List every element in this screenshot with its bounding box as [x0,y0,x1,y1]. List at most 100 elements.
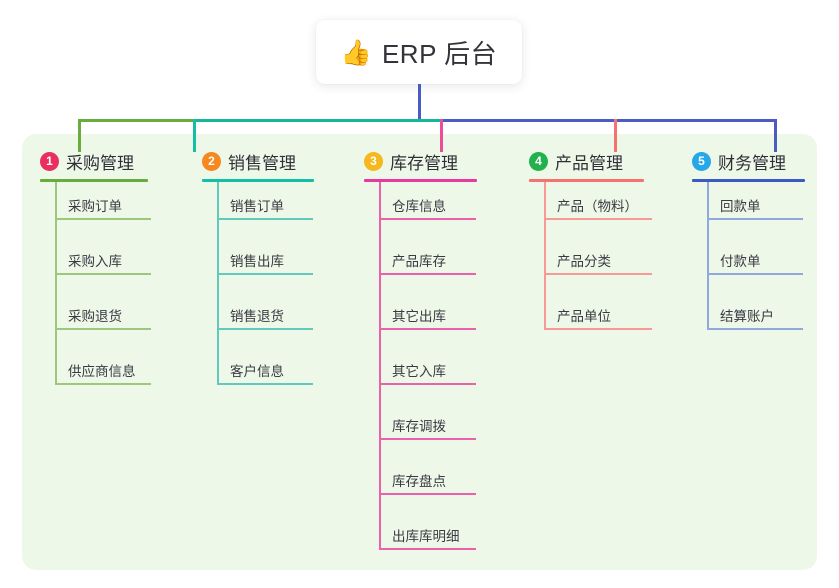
branch-badge-4: 4 [529,151,548,171]
branch-item[interactable]: 产品分类 [544,249,652,275]
branch-item-underline [379,218,476,220]
branch-spine-1 [55,182,57,385]
branch-item-label: 产品库存 [392,254,446,269]
branch-spine-2 [217,182,219,385]
branch-title-1: 采购管理 [66,153,134,173]
branch-item-label: 出库库明细 [392,529,460,544]
branch-item-label: 采购退货 [68,309,122,324]
trunk-segment-3 [440,119,776,122]
branch-item-underline [379,548,476,550]
branch-item-label: 其它出库 [392,309,446,324]
branch-item-underline [379,273,476,275]
branch-item-label: 供应商信息 [68,364,136,379]
branch-title-4: 产品管理 [555,153,623,173]
branch-item[interactable]: 销售订单 [217,194,313,220]
branch-item[interactable]: 产品（物料） [544,194,652,220]
branch-badge-1: 1 [40,151,59,171]
branch-item[interactable]: 采购订单 [55,194,151,220]
branch-item[interactable]: 库存调拨 [379,414,476,440]
branch-item-label: 回款单 [720,199,761,214]
branch-badge-2: 2 [202,151,221,171]
branch-item-underline [544,218,652,220]
branch-column-4: 4 产品管理产品（物料） 产品分类产品单位 [527,148,652,330]
branch-underline-5 [692,179,805,182]
branch-item-label: 库存调拨 [392,419,446,434]
branch-header-4[interactable]: 4 产品管理 [527,148,623,174]
branch-column-2: 2 销售管理销售订单销售出库销售退货客户信息 [200,148,314,385]
branch-item[interactable]: 其它入库 [379,359,476,385]
branch-item[interactable]: 供应商信息 [55,359,151,385]
branch-underline-2 [202,179,314,182]
branch-item[interactable]: 库存盘点 [379,469,476,495]
branch-item-underline [379,383,476,385]
branch-item[interactable]: 产品单位 [544,304,652,330]
branch-item-label: 结算账户 [720,309,774,324]
branch-item[interactable]: 其它出库 [379,304,476,330]
branch-title-3: 库存管理 [390,153,458,173]
branch-column-5: 5 财务管理回款单付款单结算账户 [690,148,805,330]
branch-item[interactable]: 结算账户 [707,304,803,330]
branch-drop-4 [614,119,617,152]
branch-item-label: 销售退货 [230,309,284,324]
branch-item-underline [544,328,652,330]
trunk-segment-1 [78,119,193,122]
trunk-segment-2 [193,119,440,122]
branch-item-label: 产品（物料） [557,199,638,214]
branch-header-5[interactable]: 5 财务管理 [690,148,786,174]
branch-item-underline [707,218,803,220]
branch-item-label: 客户信息 [230,364,284,379]
root-node[interactable]: 👍 ERP 后台 [316,20,522,84]
branch-item[interactable]: 付款单 [707,249,803,275]
branch-item-label: 付款单 [720,254,761,269]
branch-item-label: 库存盘点 [392,474,446,489]
branch-item[interactable]: 采购入库 [55,249,151,275]
branch-item[interactable]: 采购退货 [55,304,151,330]
branch-item-underline [55,383,151,385]
branch-badge-5: 5 [692,151,711,171]
branch-item[interactable]: 销售出库 [217,249,313,275]
branch-item-label: 销售订单 [230,199,284,214]
branch-drop-1 [78,119,81,152]
branch-item[interactable]: 客户信息 [217,359,313,385]
branch-item-underline [379,493,476,495]
branch-item-label: 仓库信息 [392,199,446,214]
branch-item-label: 采购入库 [68,254,122,269]
branch-item-underline [217,218,313,220]
branch-item-label: 其它入库 [392,364,446,379]
branch-item-underline [379,328,476,330]
branch-header-3[interactable]: 3 库存管理 [362,148,458,174]
branch-item-label: 采购订单 [68,199,122,214]
branch-underline-3 [364,179,477,182]
branch-item[interactable]: 仓库信息 [379,194,476,220]
branch-item-underline [217,328,313,330]
branch-item[interactable]: 销售退货 [217,304,313,330]
branch-column-3: 3 库存管理仓库信息产品库存其它出库其它入库库存调拨库存盘点出库库明细 [362,148,477,550]
branch-column-1: 1 采购管理采购订单采购入库采购退货供应商信息 [38,148,151,385]
branch-item-label: 产品分类 [557,254,611,269]
branch-item-underline [217,273,313,275]
branch-item-underline [379,438,476,440]
branch-item[interactable]: 产品库存 [379,249,476,275]
branch-drop-3 [440,119,443,152]
branch-item[interactable]: 出库库明细 [379,524,476,550]
branch-spine-5 [707,182,709,330]
root-stem-line [418,84,421,122]
branch-item-label: 产品单位 [557,309,611,324]
thumbs-up-icon: 👍 [340,38,372,67]
branch-drop-5 [774,119,777,152]
branch-header-2[interactable]: 2 销售管理 [200,148,296,174]
branch-badge-3: 3 [364,151,383,171]
branch-underline-4 [529,179,644,182]
branch-title-2: 销售管理 [228,153,296,173]
branch-item-underline [707,273,803,275]
branches-panel [22,134,817,570]
branch-item-underline [217,383,313,385]
branch-item-underline [707,328,803,330]
branch-spine-3 [379,182,381,550]
branch-header-1[interactable]: 1 采购管理 [38,148,134,174]
branch-item-underline [544,273,652,275]
branch-item[interactable]: 回款单 [707,194,803,220]
branch-underline-1 [40,179,148,182]
branch-title-5: 财务管理 [718,153,786,173]
branch-spine-4 [544,182,546,330]
